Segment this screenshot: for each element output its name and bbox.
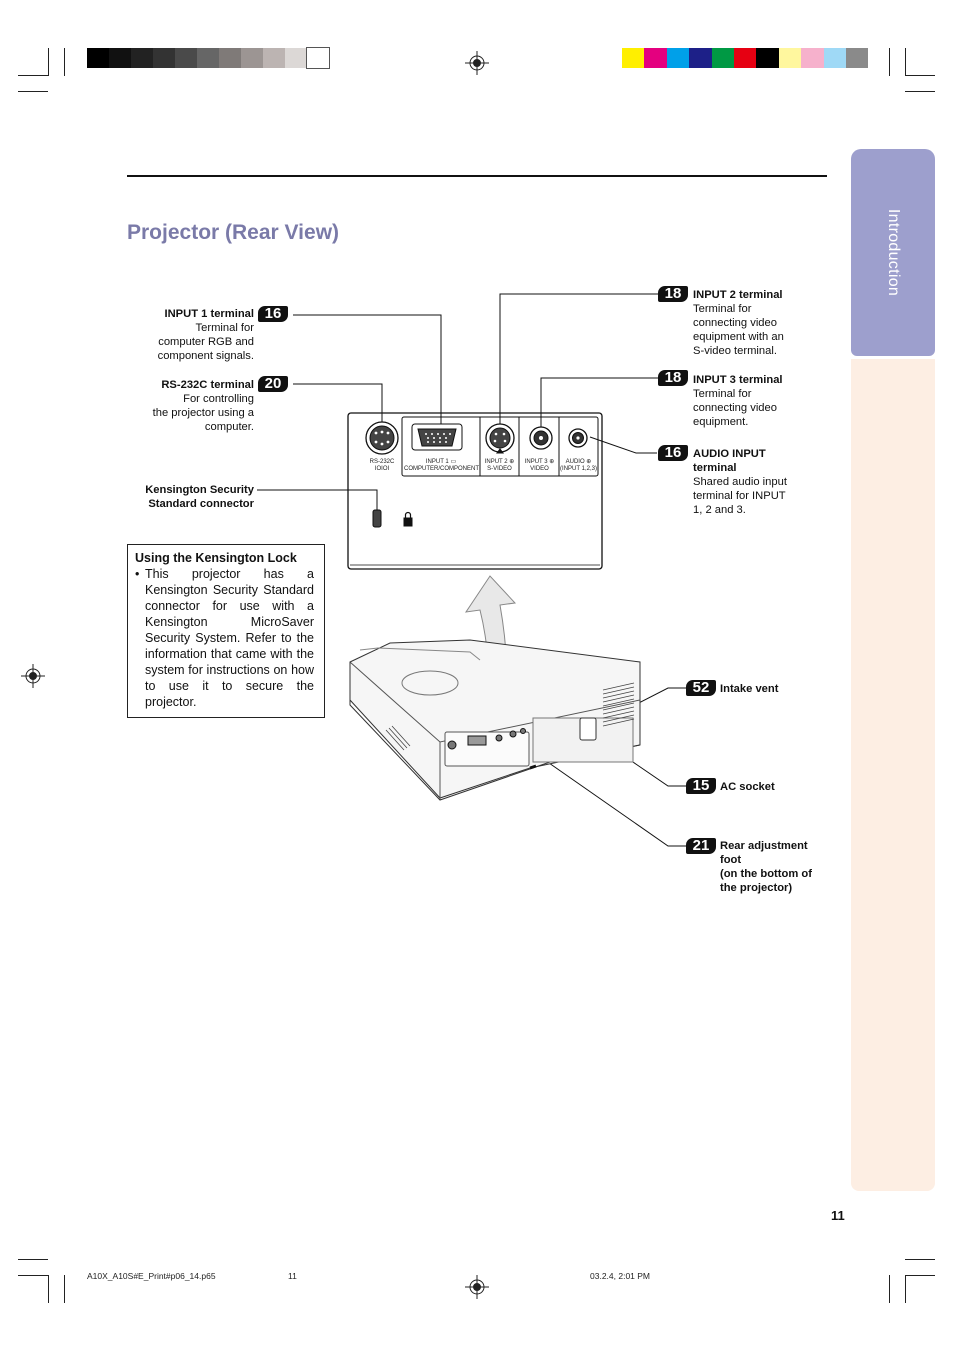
kensington-note: Using the Kensington Lock • This projecto…	[127, 544, 325, 718]
side-band	[851, 359, 935, 1191]
crop-mark	[905, 1275, 935, 1276]
crop-mark	[18, 1259, 48, 1260]
color-swatch	[197, 48, 219, 68]
page-ref-badge[interactable]: 18	[658, 370, 688, 386]
crop-mark	[18, 91, 48, 92]
color-swatch	[241, 48, 263, 68]
intake-callout: Intake vent	[720, 683, 779, 695]
page-ref-badge[interactable]: 16	[258, 306, 288, 322]
audio-panel-label: AUDIO ⊕(INPUT 1,2,3)	[560, 459, 597, 472]
bullet: •	[135, 567, 140, 581]
color-swatch	[175, 48, 197, 68]
ac-callout: AC socket	[720, 781, 775, 793]
color-swatch	[734, 48, 757, 68]
projector-illustration	[349, 639, 641, 801]
page-ref-badge[interactable]: 21	[686, 838, 716, 854]
color-swatch	[131, 48, 153, 68]
color-swatch	[285, 48, 307, 68]
page-title: Projector (Rear View)	[127, 221, 340, 244]
header-rule	[127, 175, 827, 177]
rear-panel	[347, 412, 603, 570]
crop-mark	[18, 1275, 48, 1276]
input1-panel-label: INPUT 1 ▭COMPUTER/COMPONENT	[404, 459, 479, 472]
page-number: 11	[831, 1208, 845, 1223]
color-swatch	[778, 48, 802, 68]
crop-mark	[18, 75, 48, 76]
section-tab[interactable]: Introduction	[851, 149, 935, 356]
color-swatch	[801, 48, 824, 68]
page-ref-badge[interactable]: 15	[686, 778, 716, 794]
color-swatch	[846, 48, 869, 68]
input1-port	[411, 423, 463, 451]
color-swatch	[87, 48, 109, 68]
crop-mark	[905, 1259, 935, 1260]
footer-page: 11	[288, 1271, 297, 1281]
crop-mark	[889, 48, 890, 76]
page-ref-badge[interactable]: 20	[258, 376, 288, 392]
audio-port	[568, 428, 588, 448]
crop-mark	[64, 48, 65, 76]
color-swatch	[823, 48, 846, 68]
rs232c-port	[365, 421, 399, 455]
color-swatch	[666, 48, 690, 68]
crop-mark	[889, 1275, 890, 1303]
color-swatch	[109, 48, 131, 68]
color-swatch	[153, 48, 175, 68]
crop-mark	[905, 48, 906, 76]
input3-panel-label: INPUT 3 ⊕VIDEO	[524, 459, 555, 472]
input2-port	[485, 423, 515, 454]
crop-mark	[48, 48, 49, 76]
input3-port	[529, 426, 553, 450]
crop-mark	[905, 1275, 906, 1303]
color-swatch	[644, 48, 667, 68]
page-ref-badge[interactable]: 52	[686, 680, 716, 696]
kensington-slot	[372, 509, 382, 528]
lock-icon	[403, 511, 413, 527]
color-swatch	[219, 48, 241, 68]
color-swatch	[689, 48, 712, 68]
crop-mark	[48, 1275, 49, 1303]
page-ref-badge[interactable]: 18	[658, 286, 688, 302]
crop-mark	[905, 91, 935, 92]
footer-date: 03.2.4, 2:01 PM	[590, 1271, 651, 1281]
note-text: This projector has a Kensington Security…	[145, 567, 314, 709]
page-ref-badge[interactable]: 16	[658, 445, 688, 461]
crop-mark	[64, 1275, 65, 1303]
note-heading: Using the Kensington Lock	[135, 551, 297, 565]
color-swatch	[306, 47, 330, 69]
color-swatch	[622, 48, 645, 68]
crop-mark	[905, 75, 935, 76]
color-swatch	[711, 48, 734, 68]
footer-file: A10X_A10S#E_Print#p06_14.p65	[87, 1271, 216, 1281]
color-swatch	[756, 48, 779, 68]
input2-panel-label: INPUT 2 ⊕S-VIDEO	[484, 459, 515, 472]
color-swatch	[263, 48, 285, 68]
